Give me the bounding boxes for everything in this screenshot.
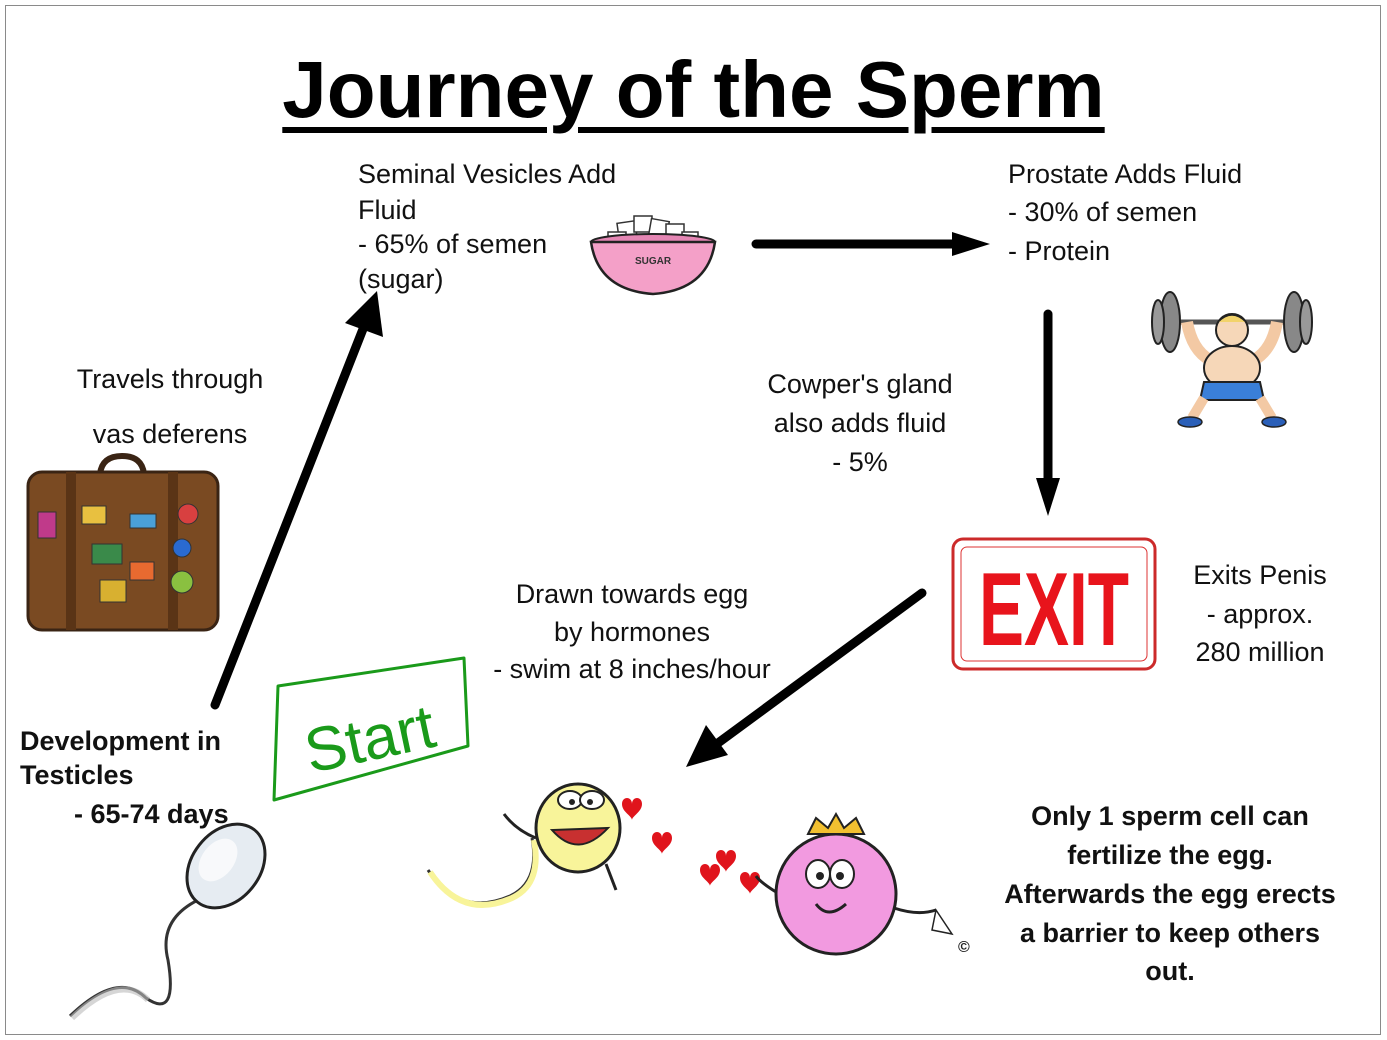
cowper-line-3: - 5%	[740, 444, 980, 480]
heart-icon	[622, 798, 642, 820]
weightlifter-icon	[1152, 290, 1312, 430]
development-line-2: Testicles	[20, 756, 134, 794]
exit-line-2: - approx.	[1170, 596, 1350, 632]
fertilize-line-4: a barrier to keep others	[970, 914, 1370, 952]
fertilize-line-1: Only 1 sperm cell can	[970, 797, 1370, 835]
seminal-vesicles-detail-1: - 65% of semen	[358, 226, 547, 262]
sperm-icon	[58, 820, 278, 1030]
suitcase-icon	[22, 452, 222, 632]
drawn-line-3: - swim at 8 inches/hour	[462, 651, 802, 687]
heart-icon	[700, 864, 720, 886]
cartoon-egg-icon: ©	[756, 812, 976, 962]
fertilize-line-5: out.	[970, 952, 1370, 990]
arrow-to-prostate	[752, 230, 992, 260]
prostate-heading: Prostate Adds Fluid	[1008, 156, 1242, 192]
drawn-line-1: Drawn towards egg	[462, 576, 802, 612]
cowper-line-1: Cowper's gland	[740, 366, 980, 402]
exit-line-3: 280 million	[1170, 634, 1350, 670]
development-line-1: Development in	[20, 722, 221, 760]
fertilize-line-3: Afterwards the egg erects	[970, 875, 1370, 913]
heart-icon	[652, 832, 672, 854]
cowper-line-2: also adds fluid	[740, 405, 980, 441]
page-title: Journey of the Sperm	[0, 42, 1387, 138]
start-label: Start	[299, 692, 441, 787]
exit-sign-icon: EXIT	[951, 537, 1157, 671]
sugar-bowl-icon: SUGAR	[588, 212, 718, 298]
sugar-label: SUGAR	[635, 256, 672, 267]
fertilize-line-2: fertilize the egg.	[970, 836, 1370, 874]
cartoon-sperm-icon	[420, 778, 630, 938]
drawn-line-2: by hormones	[462, 614, 802, 650]
arrow-down-to-exit	[1033, 310, 1063, 520]
prostate-detail-2: - Protein	[1008, 233, 1110, 269]
exit-line-1: Exits Penis	[1170, 557, 1350, 593]
exit-sign-text: EXIT	[979, 552, 1129, 668]
copyright-mark: ©	[958, 939, 970, 956]
prostate-detail-1: - 30% of semen	[1008, 194, 1197, 230]
